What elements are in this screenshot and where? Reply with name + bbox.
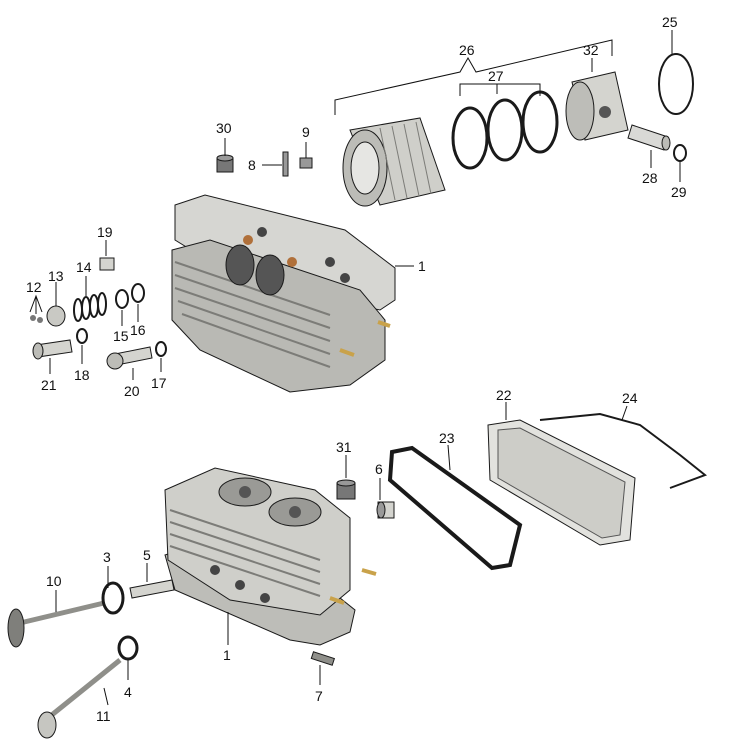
callout-28: 28: [642, 170, 658, 186]
callout-18: 18: [74, 367, 90, 383]
seal-ring: [658, 53, 694, 115]
callout-23: 23: [439, 430, 455, 446]
callout-32: 32: [583, 42, 599, 58]
callout-8: 8: [248, 157, 256, 173]
wrist-pin: [627, 124, 671, 151]
callout-21: 21: [41, 377, 57, 393]
cylinder-barrel: [342, 117, 446, 207]
gasket-23: [387, 445, 523, 571]
fins-lower: [169, 509, 321, 597]
callout-15: 15: [113, 328, 129, 344]
callout-25: 25: [662, 14, 678, 30]
stud-8: [282, 151, 289, 177]
leader-lines: [29, 30, 681, 706]
callout-26: 26: [459, 42, 475, 58]
callout-31: 31: [336, 439, 352, 455]
callout-3: 3: [103, 549, 111, 565]
valve-seat-4: [117, 635, 139, 661]
callout-12: 12: [26, 279, 42, 295]
plug-6: [376, 501, 395, 519]
callout-17: 17: [151, 375, 167, 391]
valve-10: [7, 600, 105, 648]
stud-7: [310, 651, 336, 666]
plug-31: [336, 479, 356, 500]
callout-27: 27: [488, 68, 504, 84]
cylinder-head-upper: [171, 194, 396, 393]
callout-20: 20: [124, 383, 140, 399]
callout-4: 4: [124, 684, 132, 700]
nut-9: [299, 157, 313, 169]
callout-30: 30: [216, 120, 232, 136]
valve-guide-5: [129, 579, 175, 599]
valve-spring: [73, 292, 107, 322]
callout-6: 6: [375, 461, 383, 477]
callout-14: 14: [76, 259, 92, 275]
callout-1-top: 1: [418, 258, 426, 274]
callout-24: 24: [622, 390, 638, 406]
callout-13: 13: [48, 268, 64, 284]
plug-30: [216, 154, 234, 173]
callout-29: 29: [671, 184, 687, 200]
circlip: [673, 144, 687, 162]
cylinder-head-lower: [164, 467, 377, 646]
callout-16: 16: [130, 322, 146, 338]
callout-11: 11: [96, 708, 111, 724]
callout-5: 5: [143, 547, 151, 563]
piston: [565, 71, 629, 141]
valve-train-left: [30, 257, 167, 370]
valve-seat-3: [101, 581, 125, 615]
callout-1-bottom: 1: [223, 647, 231, 663]
callout-10: 10: [46, 573, 62, 589]
valve-cover: [487, 419, 636, 546]
callout-9: 9: [302, 124, 310, 140]
callouts: 1 1 3 4 5 6 7 8 9 10 11 12 13 14 15 16 1…: [26, 14, 687, 724]
piston-rings: [451, 90, 559, 170]
callout-22: 22: [496, 387, 512, 403]
retaining-wire-24: [539, 412, 708, 489]
valve-11: [37, 658, 122, 739]
callout-7: 7: [315, 688, 323, 704]
callout-19: 19: [97, 224, 113, 240]
fins-upper: [174, 261, 331, 368]
